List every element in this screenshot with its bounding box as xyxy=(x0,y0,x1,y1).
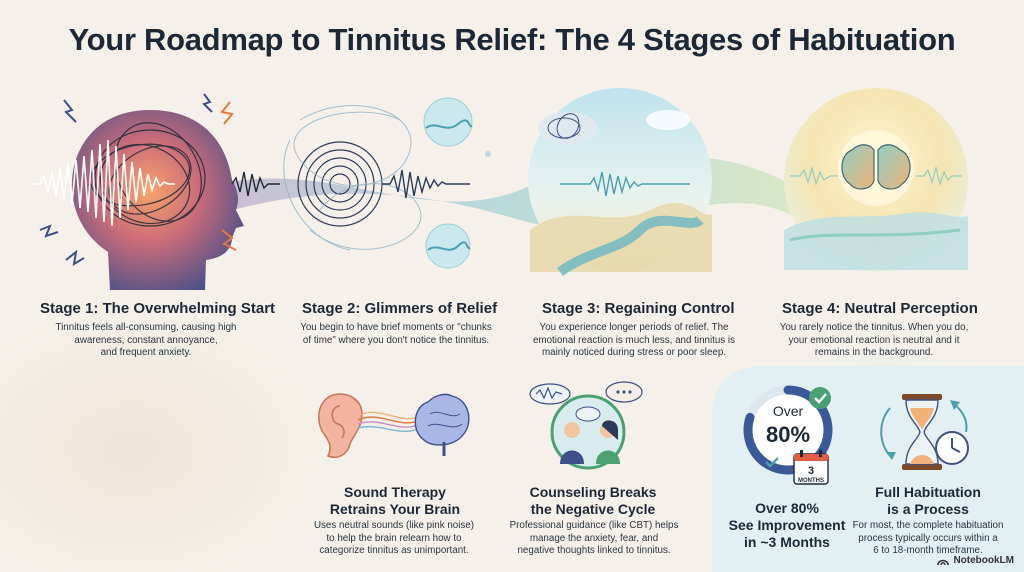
page-title: Your Roadmap to Tinnitus Relief: The 4 S… xyxy=(68,22,956,57)
stat-percent-label: 80% xyxy=(766,422,810,447)
ear-brain-icon xyxy=(318,393,470,458)
stage-2-description: You begin to have brief moments or "chun… xyxy=(300,322,492,346)
full-habituation-description: For most, the complete habituation proce… xyxy=(852,520,1004,556)
full-habituation-title: Full Habituation is a Process xyxy=(875,484,981,517)
brand-name: NotebookLM xyxy=(953,555,1014,566)
stage-2-spiral-illustration xyxy=(283,97,497,269)
hourglass-clock-icon xyxy=(880,394,969,470)
background-blob-left xyxy=(0,300,340,572)
notebooklm-logo-icon xyxy=(937,559,950,565)
stage-4-brain-illustration xyxy=(784,88,968,272)
habituation-journey-illustration xyxy=(30,88,968,290)
stage-1-head-illustration xyxy=(30,93,280,290)
stage-4-description: You rarely notice the tinnitus. When you… xyxy=(779,322,969,358)
stage-4-heading: Stage 4: Neutral Perception xyxy=(782,300,978,317)
stage-1-description: Tinnitus feels all-consuming, causing hi… xyxy=(55,322,237,358)
improvement-title: Over 80% See Improvement in ~3 Months xyxy=(728,500,846,550)
stage-1-heading: Stage 1: The Overwhelming Start xyxy=(40,300,276,317)
stage-3-description: You experience longer periods of relief.… xyxy=(532,322,736,358)
calendar-unit: MONTHS xyxy=(798,478,824,484)
stage-2-heading: Stage 2: Glimmers of Relief xyxy=(302,300,498,317)
sound-therapy-title: Sound Therapy Retrains Your Brain xyxy=(329,484,461,517)
sound-therapy-description: Uses neutral sounds (like pink noise) to… xyxy=(313,520,475,556)
brand-watermark: NotebookLM xyxy=(937,555,1014,566)
counseling-description: Professional guidance (like CBT) helps m… xyxy=(509,520,679,556)
stage-3-heading: Stage 3: Regaining Control xyxy=(542,300,735,317)
improvement-progress-ring-icon: Over 80% 3 MONTHS xyxy=(743,385,833,485)
stage-3-landscape-illustration xyxy=(528,88,712,277)
counseling-title: Counseling Breaks the Negative Cycle xyxy=(529,484,657,517)
calendar-number: 3 xyxy=(808,465,814,477)
counseling-conversation-icon xyxy=(529,381,643,470)
stat-over-label: Over xyxy=(773,403,804,419)
